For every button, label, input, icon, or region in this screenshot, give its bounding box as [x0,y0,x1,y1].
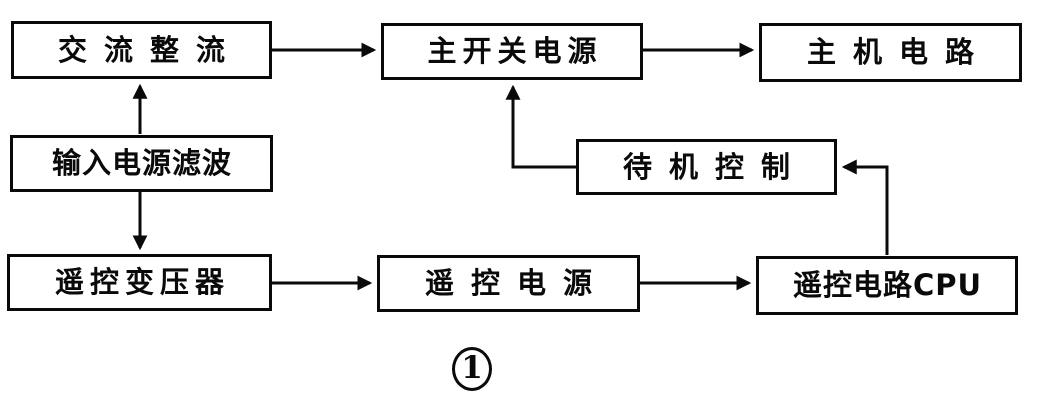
block-remote-transformer-label: 遥控变压器 [54,265,230,299]
connector-standby-control-to-main-switching [505,84,576,169]
block-main-circuit: 主机电路 [759,23,1022,82]
block-main-switching-power: 主开关电源 [381,23,643,80]
block-remote-transformer: 遥控变压器 [7,254,272,311]
block-remote-circuit-cpu: 遥控电路CPU [756,256,1018,315]
block-remote-circuit-cpu-label: 遥控电路CPU [792,268,983,302]
block-input-power-filter: 输入电源滤波 [10,135,273,192]
figure-number-badge: 1 [452,347,492,391]
block-remote-power-label: 遥控电源 [424,266,609,300]
block-ac-rectifier-label: 交流整流 [57,32,242,67]
block-input-power-filter-label: 输入电源滤波 [51,146,232,180]
figure-number: 1 [461,349,483,386]
connector-remote-cpu-to-standby-control [841,159,889,255]
block-standby-control: 待机控制 [576,139,837,195]
block-main-switching-power-label: 主开关电源 [427,34,603,68]
block-standby-control-label: 待机控制 [622,149,807,184]
block-main-circuit-label: 主机电路 [806,35,991,69]
block-ac-rectifier: 交流整流 [11,21,272,79]
block-remote-power: 遥控电源 [377,255,640,312]
